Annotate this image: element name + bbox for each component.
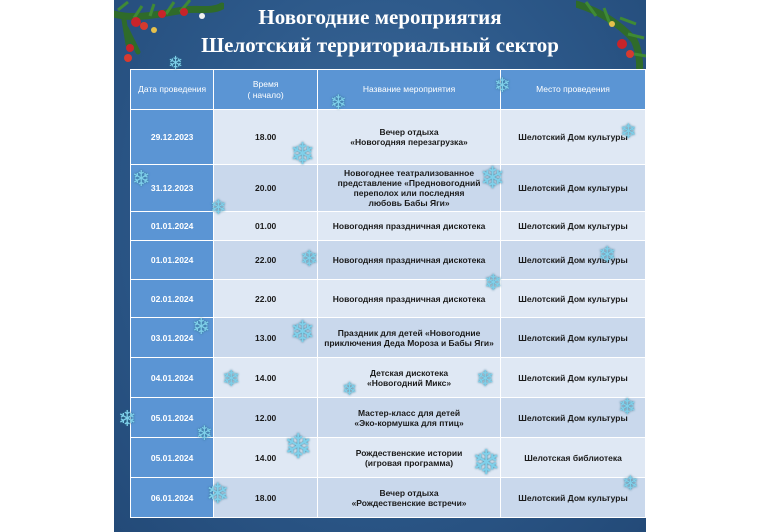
table-row: 05.01.2024 14.00 Рождественские истории … bbox=[129, 437, 646, 478]
table-row: 29.12.2023 18.00 Вечер отдыха «Новогодня… bbox=[129, 109, 646, 165]
event-place: Шелотский Дом культуры bbox=[500, 477, 646, 518]
poster-subtitle: Шелотский территориальный сектор bbox=[201, 33, 559, 57]
event-date: 01.01.2024 bbox=[129, 211, 215, 241]
table-row: 06.01.2024 18.00 Вечер отдыха «Рождестве… bbox=[129, 477, 646, 518]
event-date: 31.12.2023 bbox=[129, 164, 215, 212]
event-name: Мастер-класс для детей «Эко-кормушка для… bbox=[317, 397, 502, 438]
event-name: Детская дискотека «Новогодний Микс» bbox=[317, 357, 502, 398]
table-header-row: Дата проведения Время ( начало) Название… bbox=[129, 69, 646, 110]
event-date: 04.01.2024 bbox=[129, 357, 215, 398]
event-time: 22.00 bbox=[213, 279, 319, 318]
event-name-line: Вечер отдыха bbox=[379, 487, 439, 498]
event-time: 18.00 bbox=[213, 109, 319, 165]
event-time: 12.00 bbox=[213, 397, 319, 438]
table-row: 05.01.2024 12.00 Мастер-класс для детей … bbox=[129, 397, 646, 438]
event-place: Шелотский Дом культуры bbox=[500, 164, 646, 212]
event-name-line: Новогодняя праздничная дискотека bbox=[332, 255, 486, 265]
table-row: 03.01.2024 13.00 Праздник для детей «Нов… bbox=[129, 317, 646, 358]
event-date: 05.01.2024 bbox=[129, 397, 215, 438]
christmas-garland-icon bbox=[114, 0, 224, 62]
event-name-line: Новогоднее театрализованное bbox=[344, 168, 475, 178]
event-date: 29.12.2023 bbox=[129, 109, 215, 165]
event-time: 20.00 bbox=[213, 164, 319, 212]
event-place: Шелотский Дом культуры bbox=[500, 397, 646, 438]
event-name-line: Праздник для детей «Новогодние bbox=[337, 327, 481, 338]
event-time: 13.00 bbox=[213, 317, 319, 358]
event-date: 05.01.2024 bbox=[129, 437, 215, 478]
event-name-line: «Эко-кормушка для птиц» bbox=[354, 417, 464, 428]
event-name: Новогодняя праздничная дискотека bbox=[317, 279, 502, 318]
event-name-line: приключения Деда Мороза и Бабы Яги» bbox=[324, 337, 494, 348]
event-time: 18.00 bbox=[213, 477, 319, 518]
event-name: Праздник для детей «Новогодние приключен… bbox=[317, 317, 502, 358]
event-name: Новогодняя праздничная дискотека bbox=[317, 240, 502, 280]
poster-title: Новогодние мероприятия bbox=[258, 5, 502, 29]
event-place: Шелотский Дом культуры bbox=[500, 357, 646, 398]
event-time: 14.00 bbox=[213, 357, 319, 398]
event-time: 22.00 bbox=[213, 240, 319, 280]
event-name: Рождественские истории (игровая программ… bbox=[317, 437, 502, 478]
table-row: 31.12.2023 20.00 Новогоднее театрализова… bbox=[129, 164, 646, 212]
header-event-name: Название мероприятия bbox=[317, 69, 502, 110]
event-name-line: (игровая программа) bbox=[364, 457, 454, 468]
header-time-line1: Время bbox=[252, 78, 279, 89]
header-date: Дата проведения bbox=[129, 69, 215, 110]
event-name-line: Рождественские истории bbox=[355, 447, 463, 458]
event-name-line: Новогодняя праздничная дискотека bbox=[332, 221, 486, 231]
event-place: Шелотский Дом культуры bbox=[500, 211, 646, 241]
header-place: Место проведения bbox=[500, 69, 646, 110]
event-name-line: Новогодняя праздничная дискотека bbox=[332, 293, 486, 304]
event-name: Вечер отдыха «Рождественские встречи» bbox=[317, 477, 502, 518]
event-name-line: переполох или последняя bbox=[353, 188, 465, 198]
event-time: 01.00 bbox=[213, 211, 319, 241]
event-name-line: Вечер отдыха bbox=[379, 127, 439, 137]
table-row: 02.01.2024 22.00 Новогодняя праздничная … bbox=[129, 279, 646, 318]
header-time-line2: ( начало) bbox=[247, 89, 284, 100]
event-name-line: «Рождественские встречи» bbox=[351, 497, 467, 508]
event-place: Шелотский Дом культуры bbox=[500, 240, 646, 280]
event-date: 06.01.2024 bbox=[129, 477, 215, 518]
event-name: Новогодняя праздничная дискотека bbox=[317, 211, 502, 241]
event-date: 02.01.2024 bbox=[129, 279, 215, 318]
event-name-line: «Новогодний Микс» bbox=[366, 377, 452, 388]
event-name-line: Мастер-класс для детей bbox=[357, 407, 461, 418]
event-place: Шелотская библиотека bbox=[500, 437, 646, 478]
event-name-line: Детская дискотека bbox=[369, 367, 449, 378]
event-place: Шелотский Дом культуры bbox=[500, 317, 646, 358]
event-name-line: «Новогодняя перезагрузка» bbox=[350, 137, 468, 147]
poster: Новогодние мероприятия Шелотский террито… bbox=[114, 0, 646, 532]
event-date: 03.01.2024 bbox=[129, 317, 215, 358]
event-date: 01.01.2024 bbox=[129, 240, 215, 280]
event-name-line: любовь Бабы Яги» bbox=[368, 198, 450, 208]
table-row: 01.01.2024 22.00 Новогодняя праздничная … bbox=[129, 240, 646, 280]
events-table: Дата проведения Время ( начало) Название… bbox=[129, 69, 646, 518]
header-time: Время ( начало) bbox=[213, 69, 319, 110]
event-name-line: представление «Предновогодний bbox=[337, 178, 481, 188]
event-place: Шелотский Дом культуры bbox=[500, 279, 646, 318]
table-row: 01.01.2024 01.00 Новогодняя праздничная … bbox=[129, 211, 646, 241]
table-row: 04.01.2024 14.00 Детская дискотека «Ново… bbox=[129, 357, 646, 398]
event-name: Вечер отдыха «Новогодняя перезагрузка» bbox=[317, 109, 502, 165]
event-name: Новогоднее театрализованное представлени… bbox=[317, 164, 502, 212]
event-time: 14.00 bbox=[213, 437, 319, 478]
event-place: Шелотский Дом культуры bbox=[500, 109, 646, 165]
